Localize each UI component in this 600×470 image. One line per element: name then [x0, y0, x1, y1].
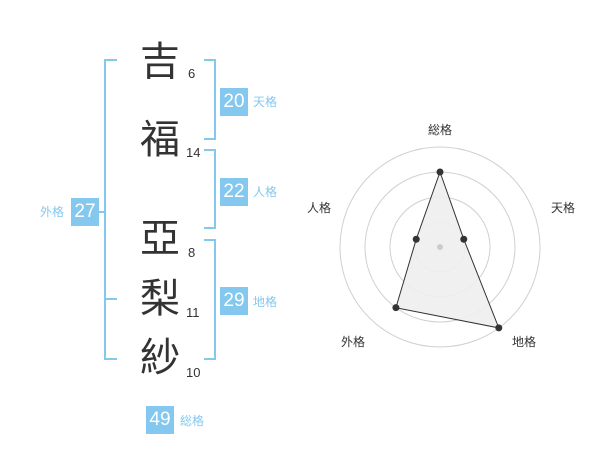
jinkaku-bracket — [204, 149, 216, 229]
name-char-2: 福 — [140, 117, 180, 163]
radar-points — [392, 168, 503, 332]
stroke-count-5: 10 — [186, 365, 201, 380]
radar-axis-tenkaku: 天格 — [551, 200, 575, 215]
name-char-4: 梨 — [140, 276, 180, 322]
stroke-count-3: 8 — [188, 245, 196, 260]
radar-point-1 — [436, 168, 444, 176]
radar-point-4 — [392, 304, 400, 312]
gaikaku-label: 外格 — [40, 205, 65, 219]
radar-point-2 — [460, 235, 468, 243]
gaikaku-value: 27 — [71, 198, 99, 226]
chikaku-value: 29 — [220, 287, 248, 315]
name-char-5: 紗 — [140, 335, 180, 381]
tenkaku-bracket — [204, 59, 216, 140]
tenkaku-label: 天格 — [253, 95, 278, 109]
radar-ring-4 — [339, 146, 541, 348]
radar-shape — [395, 170, 500, 329]
radar-point-5 — [412, 235, 420, 243]
tenkaku-value: 20 — [220, 88, 248, 116]
radar-point-3 — [495, 324, 503, 332]
name-char-3: 亞 — [140, 216, 180, 262]
soukaku-label: 総格 — [180, 414, 205, 428]
radar-axis-chikaku: 地格 — [512, 334, 536, 349]
gaikaku-bracket — [104, 59, 117, 360]
jinkaku-value: 22 — [220, 178, 248, 206]
chikaku-bracket — [204, 239, 216, 360]
stroke-count-2: 14 — [186, 145, 201, 160]
radar-axis-jinkaku: 人格 — [307, 200, 331, 215]
stroke-count-1: 6 — [188, 66, 196, 81]
radar-axis-soukaku: 総格 — [428, 122, 452, 137]
chikaku-label: 地格 — [253, 295, 278, 309]
jinkaku-label: 人格 — [253, 185, 278, 199]
radar-axis-gaikaku: 外格 — [341, 334, 365, 349]
radar-center-dot — [437, 244, 443, 250]
soukaku-value: 49 — [146, 406, 174, 434]
stroke-count-4: 11 — [186, 305, 200, 320]
name-char-1: 吉 — [140, 39, 180, 85]
